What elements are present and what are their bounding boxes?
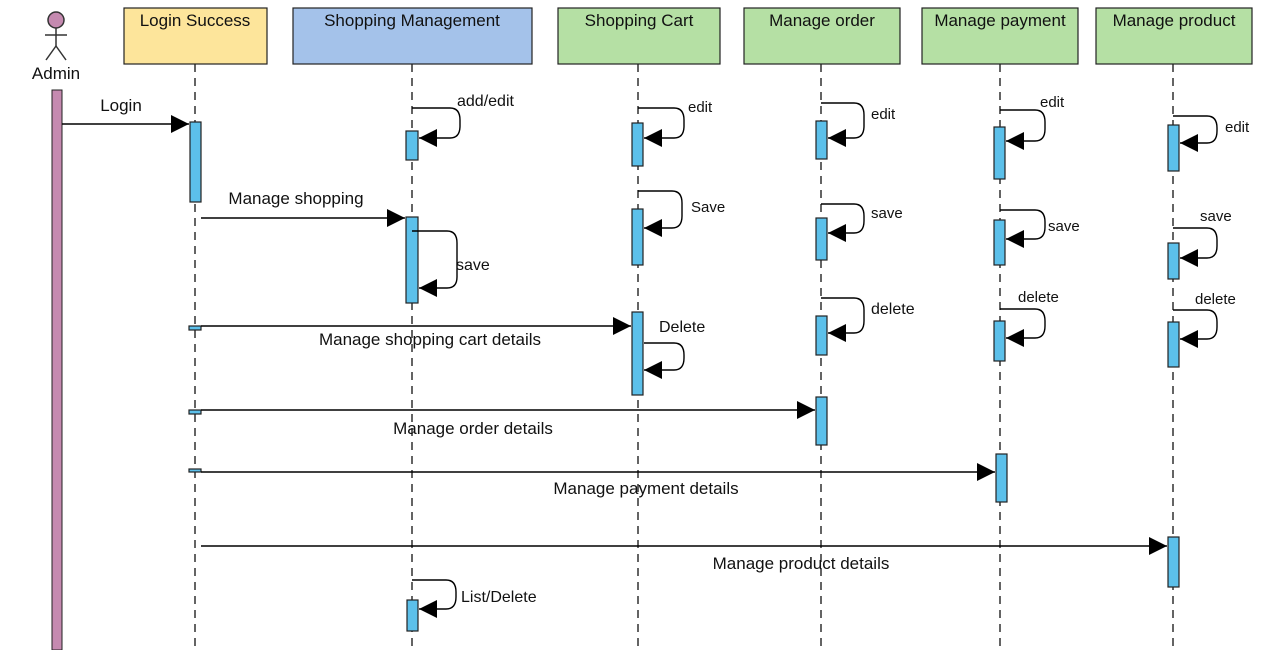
activation-order [815,315,828,356]
participant-label: Manage product [1113,11,1236,30]
participant-manage-product: Manage product [1095,7,1253,65]
activation-bars [188,120,1180,632]
self-label-payment-save: save [1048,218,1080,235]
activation-shopping [405,216,419,304]
activation-login-stub [188,409,202,415]
activation-login [189,121,202,203]
self-label-payment-delete: delete [1018,289,1059,306]
self-label-order-save: save [871,205,903,222]
activation-payment [993,219,1006,266]
participant-label: Manage payment [934,11,1066,30]
activation-shopping [406,599,419,632]
activation-payment [995,453,1008,503]
self-label-shopping-add-edit: add/edit [457,93,514,110]
self-label-cart-edit: edit [688,99,713,116]
self-loop-order-save [821,203,865,242]
self-loop-shopping-save [412,230,458,297]
admin-label: Admin [32,64,80,83]
self-label-product-delete: delete [1195,291,1236,308]
participant-label: Shopping Cart [585,11,694,30]
self-loop-shopping-list-delete [412,579,457,618]
participant-login-success: Login Success [123,7,268,65]
message-label-product-details: Manage product details [713,554,890,573]
message-label-login: Login [100,96,142,115]
self-loop-payment-edit [1000,109,1046,150]
activation-login-stub [188,325,202,331]
participant-shopping-management: Shopping Management [292,7,533,65]
self-loop-product-edit [1173,115,1218,152]
participant-manage-payment: Manage payment [921,7,1079,65]
self-loop-payment-delete [1000,308,1046,347]
activation-order [815,120,828,160]
self-label-shopping-list-delete: List/Delete [461,589,537,606]
activation-order [815,396,828,446]
self-label-cart-save: Save [691,199,725,216]
actor-head [47,11,65,29]
message-label-manage-shopping: Manage shopping [228,189,363,208]
activation-cart [631,208,644,266]
message-label-order-details: Manage order details [393,419,553,438]
self-label-order-delete: delete [871,301,915,318]
self-label-product-save: save [1200,208,1232,225]
self-label-cart-delete: Delete [659,319,705,336]
activation-cart [631,122,644,167]
participant-manage-order: Manage order [743,7,901,65]
activation-product [1167,321,1180,368]
admin-activation-bar [51,89,63,650]
self-loop-cart-delete [644,342,685,379]
activation-cart [631,311,644,396]
self-label-shopping-save: save [456,257,490,274]
self-label-product-edit: edit [1225,119,1250,136]
message-arrows [62,115,1167,555]
self-loop-product-save [1173,227,1218,267]
self-loop-order-delete [821,297,865,342]
self-loop-cart-edit [638,107,685,147]
admin-actor: Admin [32,11,80,83]
participant-label: Shopping Management [324,11,500,30]
activation-order [815,217,828,261]
activation-payment [993,126,1006,180]
message-label-payment-details: Manage payment details [553,479,738,498]
activation-product [1167,124,1180,172]
participant-shopping-cart: Shopping Cart [557,7,721,65]
activation-product [1167,536,1180,588]
self-message-loops [412,102,1218,618]
self-loop-payment-save [1000,209,1046,248]
self-loop-shopping-add-edit [412,107,461,147]
participant-label: Login Success [140,11,251,30]
activation-payment [993,320,1006,362]
self-loop-cart-save [638,190,683,237]
self-loop-order-edit [821,102,865,147]
activation-login-stub [188,468,202,473]
self-label-order-edit: edit [871,106,896,123]
activation-product [1167,242,1180,280]
participant-label: Manage order [769,11,875,30]
self-label-payment-edit: edit [1040,94,1065,111]
activation-shopping [405,130,419,161]
message-label-cart-details: Manage shopping cart details [319,330,541,349]
self-loop-product-delete [1173,309,1218,348]
